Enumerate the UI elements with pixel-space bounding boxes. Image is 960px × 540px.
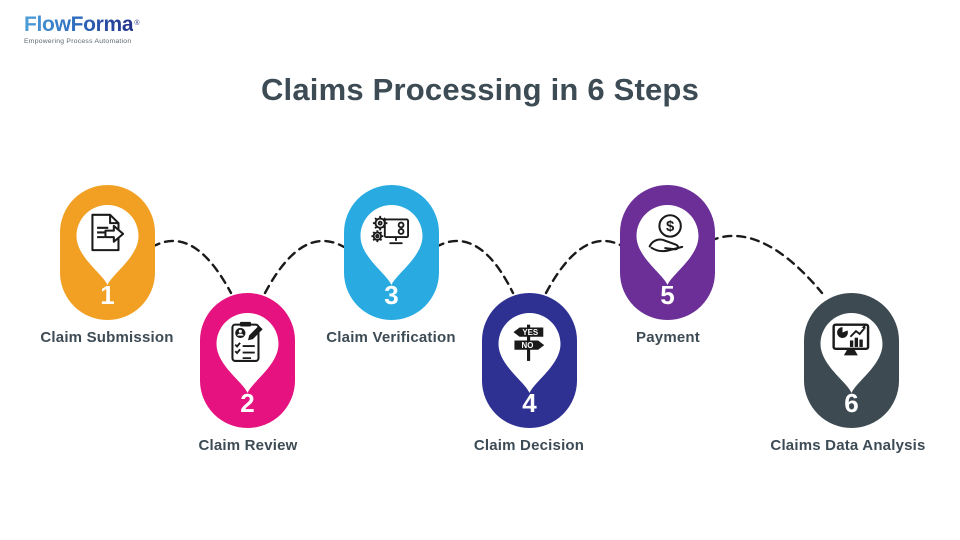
- step-4: YES NO 4: [482, 293, 577, 428]
- yes-sign-text: YES: [522, 328, 538, 337]
- step-number: 2: [240, 388, 255, 418]
- step-number: 4: [522, 388, 537, 418]
- step-4-capsule: YES NO 4: [482, 293, 577, 428]
- connector-path-4-5: [544, 239, 626, 295]
- connector-path-3-4: [434, 239, 515, 295]
- map-pin-shape: [216, 313, 279, 393]
- logo-tagline: Empowering Process Automation: [24, 38, 132, 45]
- connector-path-2-3: [263, 239, 346, 295]
- map-pin-shape: [820, 313, 883, 393]
- map-pin-shape: [360, 205, 423, 285]
- step-4-label: Claim Decision: [473, 437, 585, 454]
- monitor-gears-icon: [371, 215, 409, 245]
- monitor-charts-icon: [832, 323, 870, 356]
- step-1-label: Claim Submission: [40, 329, 174, 346]
- step-3-capsule: 3: [344, 185, 439, 320]
- map-pin-shape: YES NO: [498, 313, 561, 393]
- step-1: 1: [60, 185, 155, 320]
- registered-mark: ®: [134, 19, 140, 27]
- page-title: Claims Processing in 6 Steps: [260, 72, 700, 107]
- step-number: 5: [660, 280, 675, 310]
- step-number: 6: [844, 388, 859, 418]
- step-6: 6: [804, 293, 899, 428]
- flowforma-logo: FlowForma® Empowering Process Automation: [24, 14, 139, 45]
- step-number: 1: [100, 280, 115, 310]
- step-5: $ 5: [620, 185, 715, 320]
- step-5-label: Payment: [636, 329, 700, 346]
- step-number: 3: [384, 280, 399, 310]
- step-5-capsule: $ 5: [620, 185, 715, 320]
- step-3: 3: [344, 185, 439, 320]
- document-submit-icon: [91, 213, 125, 252]
- step-3-label: Claim Verification: [326, 329, 456, 346]
- step-2-capsule: 2: [200, 293, 295, 428]
- no-sign-text: NO: [522, 341, 534, 350]
- map-pin-shape: [76, 205, 139, 285]
- dollar-sign-text: $: [666, 219, 675, 235]
- map-pin-shape: $: [636, 205, 699, 285]
- clipboard-review-icon: [231, 321, 263, 362]
- step-1-capsule: 1: [60, 185, 155, 320]
- step-6-label: Claims Data Analysis: [770, 437, 926, 454]
- connector-path-5-6: [708, 234, 824, 295]
- step-6-capsule: 6: [804, 293, 899, 428]
- step-2-label: Claim Review: [198, 437, 298, 454]
- yes-no-signpost-icon: YES NO: [513, 324, 545, 361]
- hand-dollar-icon: $: [648, 214, 684, 253]
- step-2: 2: [200, 293, 295, 428]
- connector-path-1-2: [150, 239, 233, 295]
